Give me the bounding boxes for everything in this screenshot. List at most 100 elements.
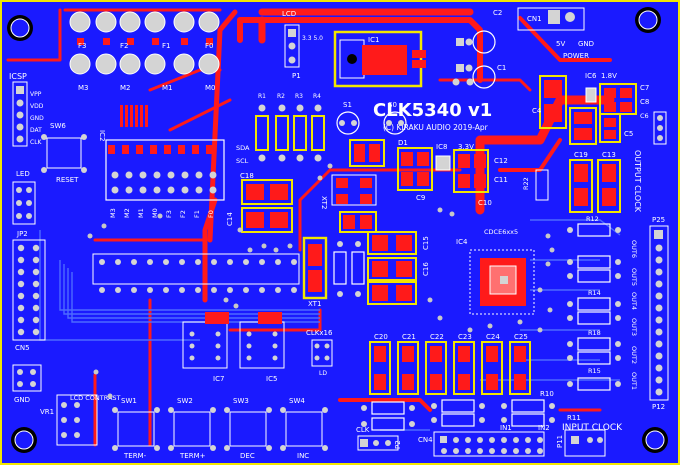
gnd-top-label: GND [578, 40, 594, 48]
c9-label: C9 [416, 194, 425, 202]
p25-pins [654, 230, 663, 396]
c7-label: C7 [640, 84, 649, 92]
output-clock-label: OUTPUT CLOCK [633, 150, 642, 213]
ic2-smd-pads [108, 105, 213, 154]
output-resistors [577, 223, 611, 391]
c22-label: C22 [430, 333, 444, 341]
lcd-contrast-label: LCD CONTRAST [70, 394, 121, 402]
xt1-outline [302, 236, 328, 300]
c23-label: C23 [458, 333, 472, 341]
led-label-m0: M0 [205, 84, 216, 92]
led-block-label: LED [16, 170, 30, 178]
out3-label: OUT3 [630, 318, 638, 336]
r1-r4-resistors [255, 104, 325, 162]
p11-label: P11 [556, 435, 564, 448]
p25-label: P25 [652, 216, 665, 224]
sw3-label: SW3 [233, 397, 249, 405]
led-array [69, 11, 220, 75]
c13-label: C13 [602, 151, 616, 159]
lcd-p1-label: P1 [292, 72, 301, 80]
header-label-f0: F0 [207, 210, 215, 218]
xt2-label: XT2 [320, 196, 328, 209]
in2-label: IN2 [538, 424, 550, 432]
r22-outline [535, 169, 549, 201]
clk16-outline [311, 339, 333, 367]
vias [87, 163, 555, 399]
header-label-m2: M2 [123, 208, 131, 218]
cn5-outline [12, 239, 46, 341]
led-label-m1: M1 [162, 84, 173, 92]
out4-label: OUT4 [630, 292, 638, 310]
inc-label: INC [297, 452, 309, 460]
out-labels: OUT6 OUT5 OUT4 OUT3 OUT2 OUT1 [630, 240, 638, 390]
ic7-ic5 [182, 312, 285, 369]
icsp-label: ICSP [9, 72, 27, 81]
v33-label: 3.3V [458, 143, 474, 151]
lcd-p1-outline [284, 24, 300, 68]
p12-label: P12 [652, 403, 665, 411]
header-label-f1: F1 [193, 210, 201, 218]
clk-in-label: CLK [356, 426, 370, 434]
c15-c17-caps [367, 231, 417, 305]
input-resistors [371, 399, 545, 431]
led-label-f1: F1 [162, 42, 170, 50]
r3-label: R3 [295, 93, 303, 100]
out2-label: OUT2 [630, 346, 638, 364]
r10-label: R10 [540, 390, 554, 398]
c20-label: C20 [374, 333, 388, 341]
header-label-f2: F2 [179, 210, 187, 218]
c1-label: C1 [497, 64, 506, 72]
s0-label: S0 [388, 101, 397, 109]
led-block-outline [12, 181, 36, 225]
r18-label: R18 [588, 329, 601, 337]
ic1-outline [333, 30, 423, 88]
ic2-label: IC2 [98, 130, 106, 141]
mounting-holes [7, 7, 668, 453]
power-label: POWER [563, 52, 589, 60]
r22-label: R22 [522, 177, 530, 190]
icsp-vpp: VPP [30, 91, 42, 98]
cn1-outline [517, 7, 585, 31]
p25-outline [649, 225, 669, 401]
ic5-label: IC5 [266, 375, 277, 383]
clk16-label: CLKx16 [306, 329, 333, 337]
c18-label: C18 [240, 172, 254, 180]
c12-label: C12 [494, 157, 508, 165]
c10-label: C10 [478, 199, 492, 207]
header-label-m0: M0 [151, 208, 159, 218]
cn4-outline [433, 431, 545, 457]
xt2-block [331, 174, 377, 233]
c14-label: C14 [226, 212, 234, 226]
icsp-outline [12, 81, 28, 147]
c11-label: C11 [494, 176, 508, 184]
in1-label: IN1 [500, 424, 512, 432]
scl-label: SCL [236, 157, 249, 165]
c2-label: C2 [493, 9, 502, 17]
sw4-label: SW4 [289, 397, 305, 405]
c5-label: C5 [624, 130, 633, 138]
s1-label: S1 [343, 101, 352, 109]
r15-label: R15 [588, 367, 601, 375]
led-label-f2: F2 [120, 42, 128, 50]
ic8-label: IC8 [436, 143, 447, 151]
c4-label: C4 [532, 107, 542, 115]
r2-label: R2 [277, 93, 285, 100]
icsp-gnd: GND [30, 115, 44, 122]
bottom-traces [39, 219, 621, 431]
gnd-block-label: GND [14, 396, 30, 404]
led-label-f3: F3 [78, 42, 86, 50]
r12-label: R12 [586, 215, 599, 223]
out5-label: OUT5 [630, 268, 638, 286]
ic6-block [539, 75, 637, 145]
d1-label: D1 [398, 139, 408, 147]
reset-label: RESET [56, 176, 79, 184]
board-credit: (C) KIRAKU AUDIO 2019-Apr [383, 123, 489, 132]
c6-label: C6 [640, 112, 649, 120]
ic4-part-label: CDCE6xx5 [484, 228, 518, 236]
icsp-clk: CLK [30, 139, 43, 146]
switches [117, 411, 323, 447]
led-label-m3: M3 [78, 84, 89, 92]
xt1-label: XT1 [308, 300, 321, 308]
cn1-label: CN1 [527, 15, 542, 23]
